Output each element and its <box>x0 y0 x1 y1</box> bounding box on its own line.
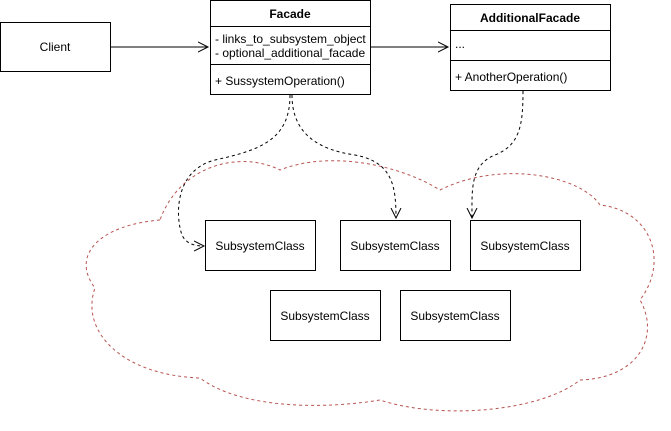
additional-facade-operation: + AnotherOperation() <box>455 70 567 84</box>
subsystem-class[interactable]: SubsystemClass <box>270 290 381 341</box>
facade-class[interactable]: Facade - links_to_subsystem_object - opt… <box>210 0 371 95</box>
subsystem-class[interactable]: SubsystemClass <box>400 290 511 341</box>
facade-attribute: - links_to_subsystem_object <box>215 32 366 46</box>
subsystem-class-label: SubsystemClass <box>280 309 369 323</box>
subsystem-class-label: SubsystemClass <box>350 239 439 253</box>
client-label: Client <box>40 40 71 54</box>
subsystem-cloud <box>85 160 655 412</box>
client-box[interactable]: Client <box>0 22 111 72</box>
additional-facade-title: AdditionalFacade <box>480 11 580 25</box>
subsystem-class[interactable]: SubsystemClass <box>470 220 581 271</box>
facade-attribute: - optional_additional_facade <box>215 46 365 60</box>
facade-operation: + SussystemOperation() <box>215 74 345 88</box>
additional-facade-to-subsystem-arrow <box>472 90 524 218</box>
facade-title: Facade <box>269 7 311 21</box>
subsystem-class-label: SubsystemClass <box>410 309 499 323</box>
subsystem-class[interactable]: SubsystemClass <box>340 220 451 271</box>
subsystem-class[interactable]: SubsystemClass <box>205 220 316 271</box>
facade-to-subsystem-arrow <box>291 94 396 218</box>
additional-facade-attribute: ... <box>455 37 465 51</box>
subsystem-class-label: SubsystemClass <box>215 239 304 253</box>
subsystem-class-label: SubsystemClass <box>480 239 569 253</box>
facade-to-subsystem-arrow <box>178 94 291 246</box>
additional-facade-class[interactable]: AdditionalFacade ... + AnotherOperation(… <box>450 4 611 91</box>
